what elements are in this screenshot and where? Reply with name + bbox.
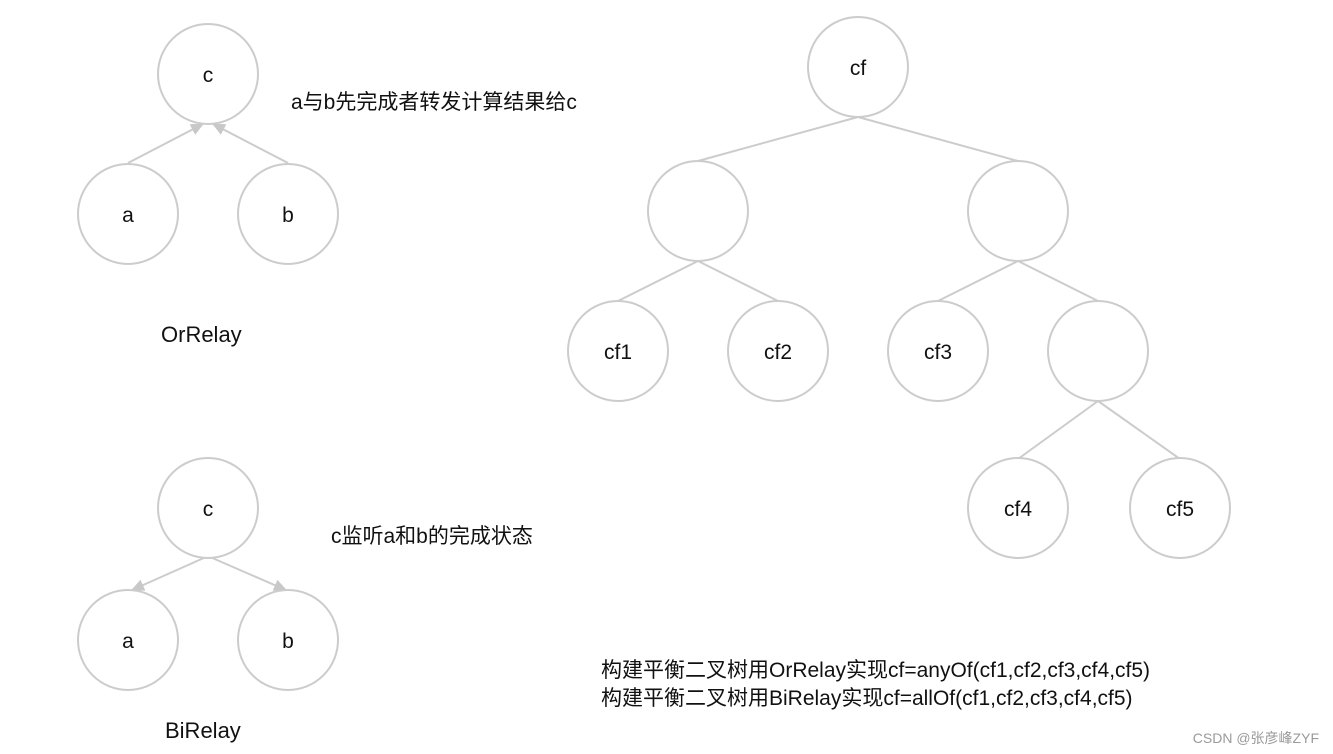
tree-edge-right-inner (1017, 260, 1099, 302)
bi-node-a: a (77, 589, 179, 691)
tree-edge-root-right (857, 116, 1019, 162)
tree-node-cf5: cf5 (1129, 457, 1231, 559)
or-edge-b-to-c (212, 123, 289, 164)
bi-relay-title: BiRelay (165, 718, 241, 743)
footer-line-2: 构建平衡二叉树用BiRelay实现cf=allOf(cf1,cf2,cf3,cf… (601, 687, 1133, 710)
tree-node-cf4: cf4 (967, 457, 1069, 559)
tree-edge-inner-cf5 (1097, 400, 1181, 460)
tree-node-cf2-label: cf2 (764, 341, 792, 364)
tree-edge-left-cf1 (617, 260, 699, 302)
or-edge-a-to-c (127, 123, 204, 164)
or-node-a: a (77, 163, 179, 265)
tree-node-cf1: cf1 (567, 300, 669, 402)
tree-edge-inner-cf4 (1017, 400, 1099, 460)
bi-node-a-label: a (122, 630, 134, 653)
tree-edge-right-cf3 (937, 260, 1019, 302)
bi-edge-c-to-b (209, 556, 287, 591)
tree-node-cf4-label: cf4 (1004, 498, 1032, 521)
bi-relay-note: c监听a和b的完成状态 (331, 525, 533, 548)
or-node-b-label: b (282, 204, 294, 227)
tree-node-inner-lower (1047, 300, 1149, 402)
tree-edge-left-cf2 (697, 260, 779, 302)
tree-node-cf3-label: cf3 (924, 341, 952, 364)
or-node-c-label: c (203, 64, 214, 87)
tree-node-cf3: cf3 (887, 300, 989, 402)
footer-line-1: 构建平衡二叉树用OrRelay实现cf=anyOf(cf1,cf2,cf3,cf… (601, 659, 1151, 682)
or-node-b: b (237, 163, 339, 265)
credit-label: CSDN @张彦峰ZYF (1192, 730, 1319, 746)
tree-node-cf2: cf2 (727, 300, 829, 402)
bi-node-c: c (157, 457, 259, 559)
or-relay-title: OrRelay (161, 322, 242, 347)
tree-edge-root-left (697, 116, 859, 162)
bi-node-c-label: c (203, 498, 214, 521)
bi-node-b: b (237, 589, 339, 691)
or-node-c: c (157, 23, 259, 125)
tree-node-left-inner (647, 160, 749, 262)
tree-node-root-label: cf (850, 57, 867, 80)
tree-node-root: cf (807, 16, 909, 118)
or-node-a-label: a (122, 204, 134, 227)
tree-node-cf5-label: cf5 (1166, 498, 1194, 521)
tree-node-cf1-label: cf1 (604, 341, 632, 364)
or-relay-note: a与b先完成者转发计算结果给c (291, 91, 577, 114)
tree-node-right-inner (967, 160, 1069, 262)
bi-edge-c-to-a (131, 556, 207, 591)
bi-node-b-label: b (282, 630, 294, 653)
